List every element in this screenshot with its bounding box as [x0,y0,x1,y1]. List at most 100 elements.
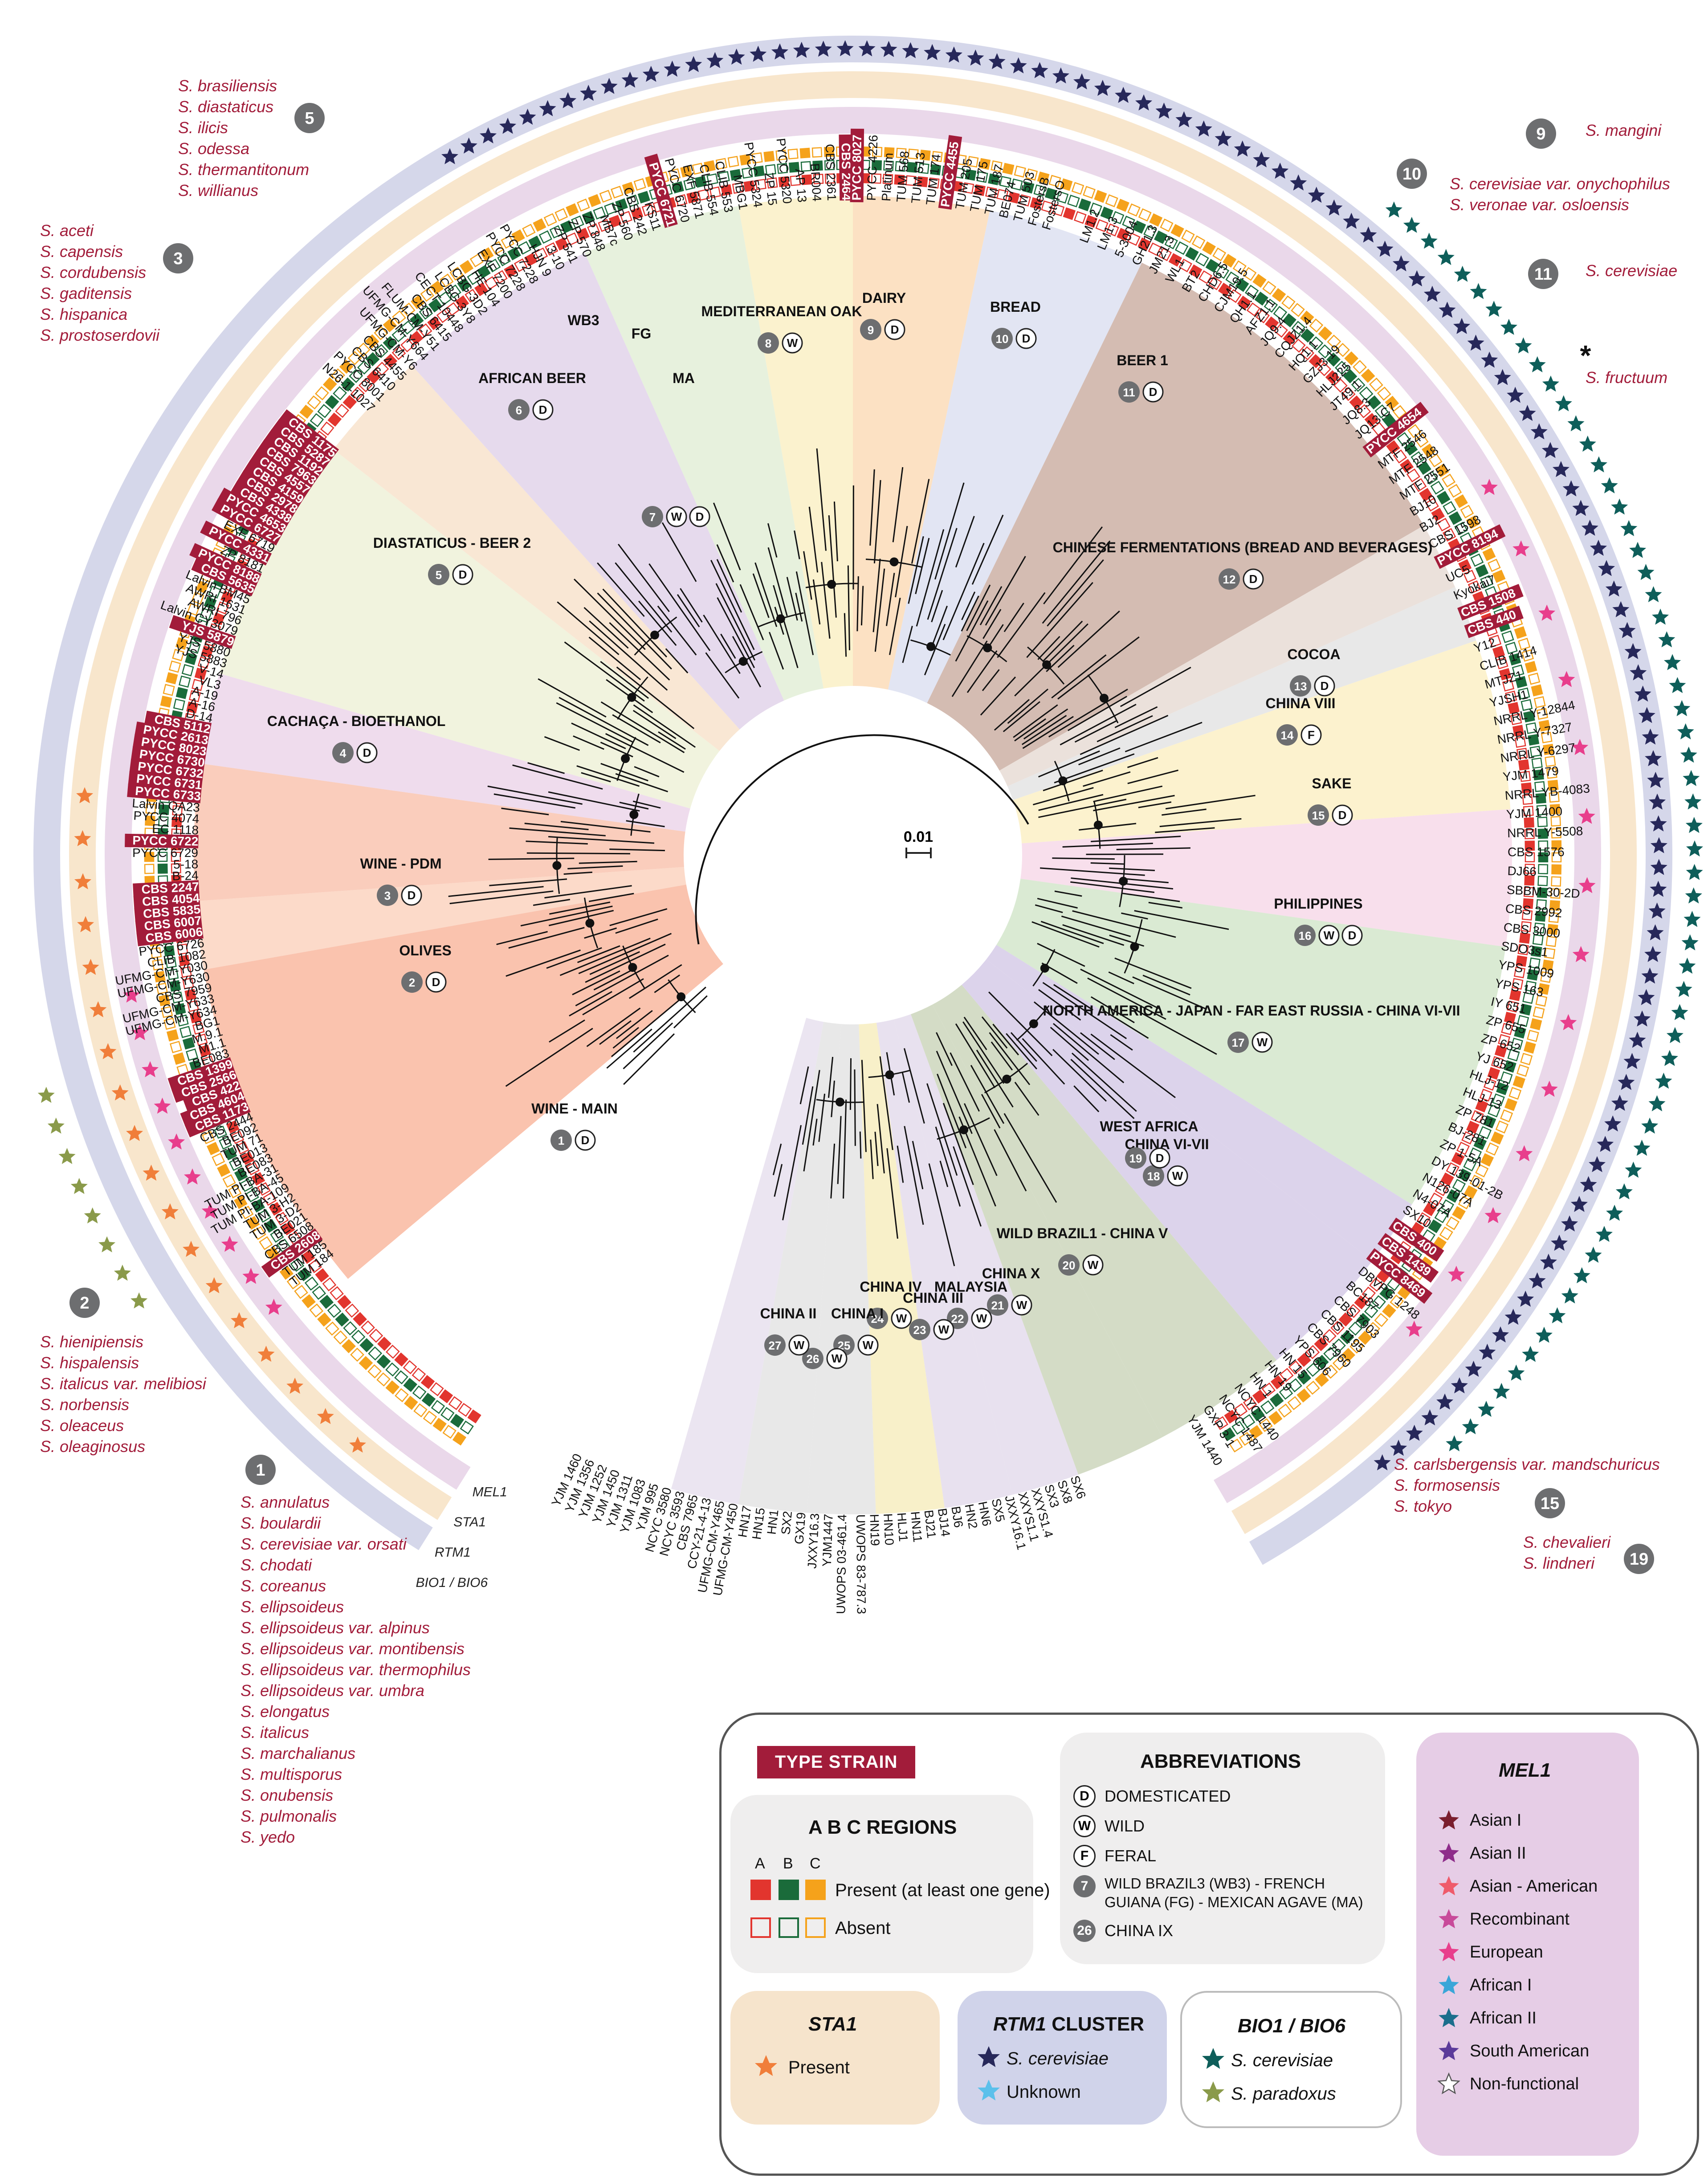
tree-branch [953,1146,982,1227]
species-name: S. italicus [241,1723,309,1742]
gene-star [1683,770,1700,786]
scale-bar-label: 0.01 [904,828,933,845]
tree-branch [795,592,803,622]
abc-square [159,804,170,815]
abc-square [365,352,380,367]
abc-square [196,580,209,594]
gene-star [1664,654,1681,670]
tree-node [835,1097,844,1107]
tree-branch [1162,808,1207,816]
tree-branch [874,1131,879,1166]
mel1-legend-label: Recombinant [1470,1910,1569,1929]
gene-star [130,1292,148,1309]
abc-square [641,204,655,216]
tree-branch [618,543,670,612]
status-letter: W [976,1312,987,1325]
clade-sector [738,1022,841,1513]
group-number: 11 [1123,386,1135,399]
gene-star [1446,1435,1463,1452]
tree-node [738,657,748,666]
gene-star [1555,395,1572,412]
abc-square [430,280,444,295]
abc-square [409,330,424,345]
tree-branch [573,735,604,750]
tree-branch [569,991,612,1017]
bio-sparadoxus-star-icon [1202,2081,1224,2102]
clade-sector [859,1023,945,1514]
abc-square [576,228,590,241]
tree-branch [1053,984,1093,1011]
tree-branch [556,702,633,743]
abc-square [697,188,710,201]
strain-name: TUM 568 [894,151,912,203]
group-number: 14 [1281,729,1294,742]
abc-square [787,148,799,159]
group-label: BEER 1 [1117,352,1168,368]
mel1-star-icon [1439,2041,1459,2060]
abc-square [174,1003,186,1015]
abc-square [1105,194,1118,208]
abc-square [208,585,221,599]
abc-square [1525,661,1537,673]
abc-square [331,368,345,383]
gene-star [98,1236,116,1252]
tree-node [827,579,836,589]
abc-square [871,160,882,171]
status-letter: W [1324,929,1335,942]
strain-label: BR004 [808,163,824,202]
gene-star [1620,520,1638,536]
tree-branch [1037,942,1085,967]
clade-sector [671,1018,824,1505]
tree-branch [961,595,979,632]
strain-name: CBS 3000 [1503,920,1561,940]
tree-branch [577,945,620,963]
tree-branch [830,1143,836,1199]
abc-square [421,1392,436,1407]
abc-square [167,968,179,980]
abc-square [236,1141,249,1155]
tree-branch [962,1021,1005,1084]
tree-branch [1040,867,1145,876]
tree-branch [869,469,875,546]
tree-branch [1003,603,1024,632]
tree-branch [860,586,864,626]
abc-square [252,1226,266,1240]
abbr-group7-circle: 7 [1073,1875,1096,1897]
tree-branch [1097,715,1153,742]
tree-node [1119,877,1128,886]
abc-square [241,1151,254,1165]
abc-square [403,1378,418,1392]
tree-branch [1038,989,1081,1021]
tree-branch [982,609,1002,639]
abc-square [1353,360,1367,374]
tree-branch [572,970,620,995]
abc-square [369,1329,383,1343]
mel1-legend-item: Non-functional [1436,2072,1632,2099]
abc-square [222,1174,236,1188]
species-group-number: 3 [173,249,183,268]
status-letter: W [863,1338,874,1352]
gene-star [1462,1418,1479,1435]
group-label: DAIRY [862,290,906,306]
abc-square [165,957,177,969]
abc-square [404,1395,418,1410]
abc-square [181,664,194,677]
region-b-absent-square [779,1917,799,1938]
tree-node [885,1070,894,1080]
clade-sector [876,1019,1013,1508]
abc-square [449,266,464,281]
group-number: 2 [409,976,415,989]
abc-square [493,270,508,284]
tree-branch [1108,971,1134,984]
tree-branch [936,1051,973,1134]
region-b-present-square [779,1880,799,1900]
tree-branch [1052,1048,1107,1102]
tree-branch [1062,843,1153,848]
mel1-legend-item: African I [1436,1973,1632,2000]
species-name: S. formosensis [1394,1476,1500,1494]
sta1-title: STA1 [808,2013,857,2035]
abc-square [1452,1206,1466,1220]
species-group-number: 9 [1536,125,1545,143]
abc-square [374,326,388,340]
clade-sector [412,253,784,730]
